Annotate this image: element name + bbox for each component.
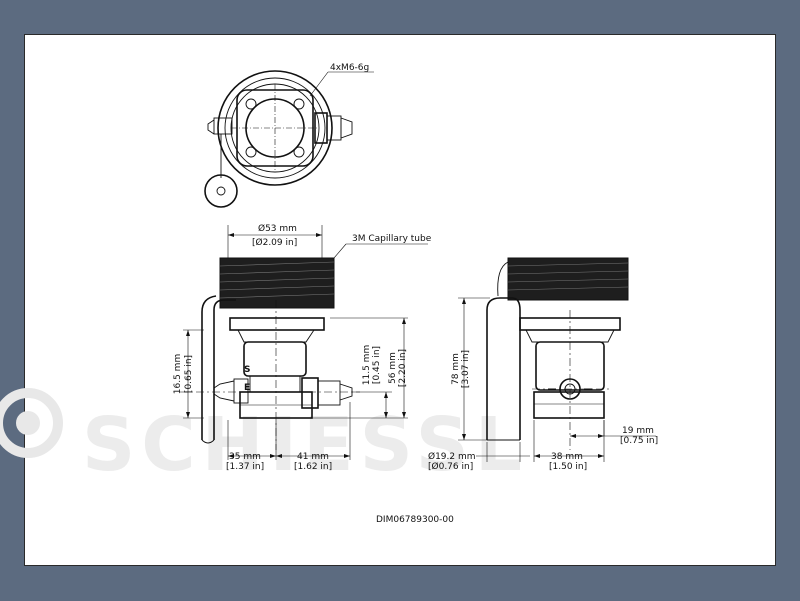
w38-in-label: [1.50 in] — [549, 462, 587, 472]
h78-in-label: [3.07 in] — [461, 350, 471, 388]
drawing-sheet — [24, 34, 776, 566]
w19-mm-label: 19 mm — [622, 426, 654, 436]
w41-mm-label: 41 mm — [297, 452, 329, 462]
bolts-callout: 4xM6-6g — [330, 63, 369, 73]
w35-in-label: [1.37 in] — [226, 462, 264, 472]
dia19-in-label: [Ø0.76 in] — [428, 461, 473, 472]
front-view — [180, 225, 428, 460]
h16-mm-label: 16.5 mm — [173, 354, 183, 394]
h78-mm-label: 78 mm — [451, 353, 461, 385]
body-mark-s: S — [244, 365, 250, 375]
drawing-id: DIM06789300-00 — [376, 515, 454, 525]
h56-in-label: [2.20 in] — [398, 349, 408, 387]
w35-mm-label: 35 mm — [229, 452, 261, 462]
capillary-callout: 3M Capillary tube — [352, 234, 432, 244]
watermark-logo — [0, 388, 63, 458]
w19-in-label: [0.75 in] — [620, 436, 658, 446]
watermark-text: SCHIESSL — [82, 402, 528, 488]
body-mark-e: E — [244, 383, 250, 393]
dia53-in-label: [Ø2.09 in] — [252, 237, 297, 248]
w38-mm-label: 38 mm — [551, 452, 583, 462]
side-view — [458, 257, 656, 462]
h11-in-label: [0.45 in] — [372, 346, 382, 384]
h16-in-label: [0.65 in] — [184, 355, 194, 393]
h56-mm-label: 56 mm — [388, 352, 398, 384]
dia53-mm-label: Ø53 mm — [258, 223, 297, 234]
h11-mm-label: 11.5 mm — [362, 345, 372, 385]
dia19-mm-label: Ø19.2 mm — [428, 451, 476, 462]
top-view — [204, 70, 374, 208]
w41-in-label: [1.62 in] — [294, 462, 332, 472]
